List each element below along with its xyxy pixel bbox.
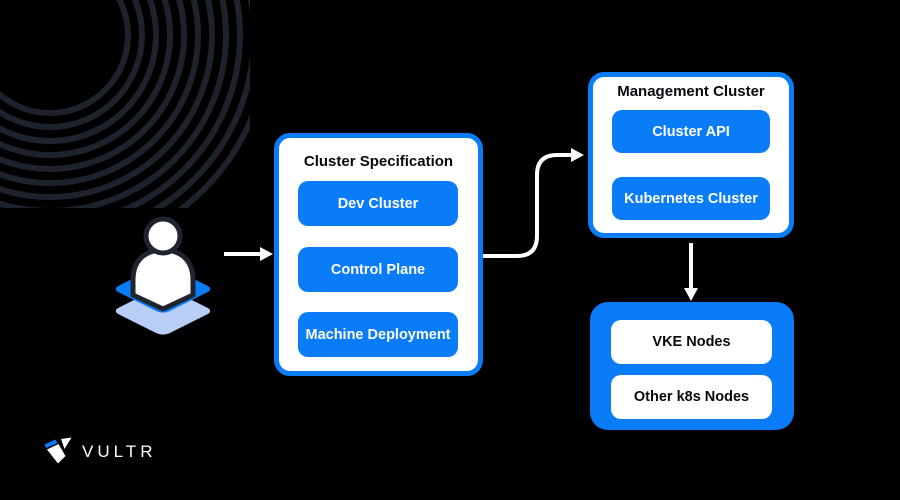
- management-cluster-title: Management Cluster: [617, 83, 765, 100]
- logo-mark-blue-accent: [44, 439, 58, 448]
- node-other-k8s-nodes: Other k8s Nodes: [611, 375, 772, 419]
- arrow-spec-to-management: [483, 153, 571, 258]
- logo-mark-right-arm: [61, 437, 72, 449]
- node-machine-deployment: Machine Deployment: [298, 312, 458, 357]
- cluster-specification-title: Cluster Specification: [303, 153, 454, 170]
- arrowhead-right-1: [260, 247, 273, 261]
- decorative-arcs: [0, 0, 250, 208]
- vultr-logo: VULTR: [44, 436, 156, 464]
- node-kubernetes-cluster: Kubernetes Cluster: [612, 177, 770, 220]
- node-cluster-api: Cluster API: [612, 110, 770, 153]
- logo-mark-left-arm: [47, 444, 66, 464]
- node-control-plane: Control Plane: [298, 247, 458, 292]
- person-head: [143, 216, 183, 256]
- arrowhead-down: [684, 288, 698, 301]
- node-vke-nodes: VKE Nodes: [611, 320, 772, 364]
- management-cluster-panel: Management Cluster Cluster API Kubernete…: [588, 72, 794, 238]
- vultr-wordmark: VULTR: [82, 441, 157, 461]
- cluster-specification-panel: Cluster Specification Dev Cluster Contro…: [274, 133, 483, 376]
- node-dev-cluster: Dev Cluster: [298, 181, 458, 226]
- vultr-logo-mark: [44, 437, 72, 464]
- arrowhead-right-2: [571, 148, 584, 162]
- nodes-panel: VKE Nodes Other k8s Nodes: [590, 302, 794, 430]
- person-on-layers-icon: [115, 216, 211, 335]
